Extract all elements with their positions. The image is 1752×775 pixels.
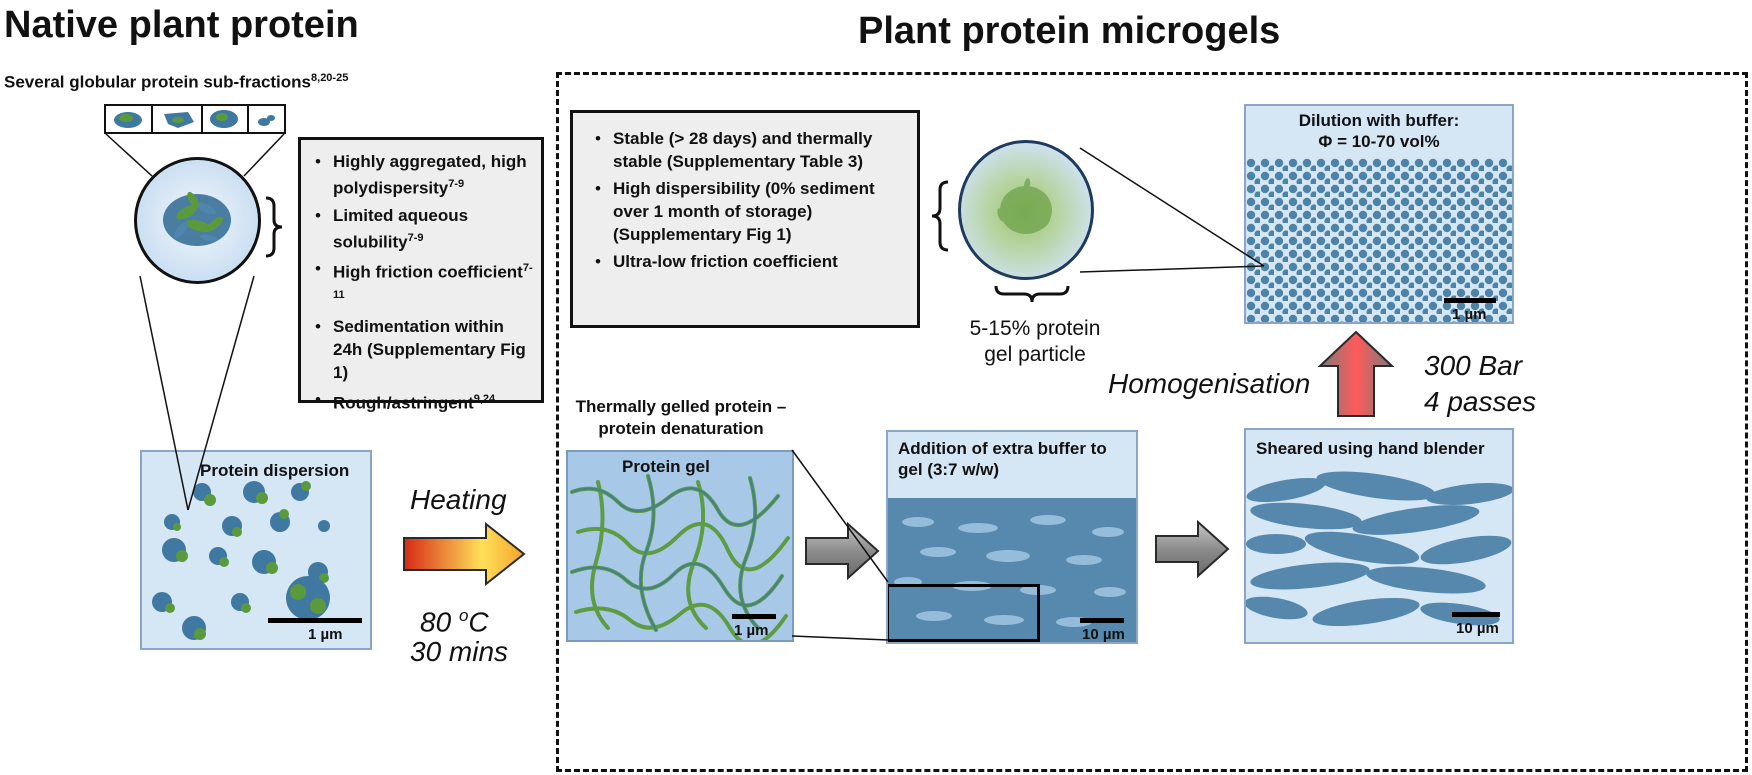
aggregate — [231, 593, 251, 613]
protein-gel-label: Protein gel — [622, 457, 710, 476]
native-properties-list: Highly aggregated, high polydispersity7-… — [307, 150, 533, 414]
native-aggregate-icon — [163, 191, 231, 246]
subfractions-label: Several globular protein sub-fractions8,… — [4, 72, 348, 93]
microgel-prop-3: Ultra-low friction coefficient — [595, 250, 907, 273]
protein-gel-panel: Protein gel 1 µm — [566, 450, 794, 642]
heating-temperature: 80 oC — [420, 606, 489, 638]
subfraction-icons — [114, 106, 275, 132]
dilution-scale-label: 1 µm — [1452, 306, 1487, 323]
microgel-particle-icon — [997, 178, 1052, 234]
native-properties-box: Highly aggregated, high polydispersity7-… — [298, 137, 544, 412]
dilution-scale-bar — [1444, 298, 1496, 303]
aggregate — [243, 481, 268, 504]
subfraction-3-icon — [210, 110, 238, 128]
thermally-gelled-heading: Thermally gelled protein – protein denat… — [575, 397, 787, 438]
microgel-region-border — [556, 72, 1748, 772]
sheared-panel: Sheared using hand blender 10 µm — [1244, 428, 1514, 644]
buffer-addition-label: Addition of extra buffer to gel (3:7 w/w… — [898, 439, 1107, 479]
aggregate — [318, 520, 330, 532]
gel-scale-bar — [732, 614, 776, 619]
aggregate — [270, 509, 290, 532]
aggregate — [182, 616, 206, 640]
subfractions-refs: 8,20-25 — [311, 72, 349, 84]
dilution-label: Dilution with buffer: Φ = 10-70 vol% — [1298, 111, 1460, 151]
gel-network — [570, 474, 790, 640]
native-aggregate-circle — [134, 157, 261, 284]
aggregate — [162, 538, 188, 562]
microgel-prop-2: High dispersibility (0% sediment over 1 … — [595, 177, 907, 246]
sheared-texture — [1246, 471, 1512, 627]
native-prop-1: Highly aggregated, high polydispersity7-… — [315, 150, 533, 200]
native-prop-5: Rough/astringent9,24 — [315, 388, 533, 415]
aggregate — [164, 514, 181, 531]
dilution-particles — [1246, 158, 1512, 322]
native-plant-protein-title: Native plant protein — [4, 4, 359, 46]
buffer-scale-bar — [1080, 618, 1124, 623]
particle-label-line1: 5-15% protein — [969, 317, 1101, 340]
microgel-particle-circle — [958, 140, 1094, 280]
aggregate — [152, 592, 175, 613]
heating-arrow-icon — [403, 522, 526, 586]
plant-protein-microgels-title: Plant protein microgels — [858, 10, 1281, 52]
aggregate — [193, 483, 216, 506]
gray-arrow-2-icon — [1155, 519, 1230, 579]
heating-time: 30 mins — [410, 636, 509, 667]
aggregate — [209, 547, 229, 567]
dispersion-scale-bar — [268, 618, 362, 623]
aggregate — [252, 550, 278, 574]
aggregate — [291, 481, 311, 501]
native-prop-3: High friction coefficient7-11 — [315, 257, 533, 310]
native-prop-4: Sedimentation within 24h (Supplementary … — [315, 315, 533, 384]
particle-size-brace-icon — [994, 285, 1070, 303]
gel-scale-label: 1 µm — [734, 622, 769, 639]
sheared-scale-bar — [1452, 612, 1500, 617]
subfraction-4-icon — [258, 115, 275, 126]
homogenisation-pressure: 300 Bar — [1424, 350, 1523, 381]
microgel-properties-list: Stable (> 28 days) and thermally stable … — [587, 127, 907, 273]
dilution-panel: Dilution with buffer: Φ = 10-70 vol% 1 µ… — [1244, 104, 1514, 324]
microgel-properties-box: Stable (> 28 days) and thermally stable … — [570, 110, 920, 328]
sheared-label: Sheared using hand blender — [1256, 439, 1485, 458]
subfractions-text: Several globular protein sub-fractions — [4, 72, 312, 92]
heating-label: Heating — [410, 484, 507, 515]
particle-label: 5-15% protein gel particle — [960, 316, 1110, 368]
sheared-scale-label: 10 µm — [1456, 620, 1499, 637]
subfraction-2-icon — [164, 112, 194, 128]
homogenisation-label: Homogenisation — [1108, 368, 1311, 399]
microgel-prop-1: Stable (> 28 days) and thermally stable … — [595, 127, 907, 173]
subfraction-boxes — [104, 104, 286, 134]
microgel-brace-icon — [931, 180, 949, 252]
protein-dispersion-panel: Protein dispersion 1 µm — [140, 450, 372, 650]
particle-label-line2: gel particle — [984, 343, 1086, 366]
native-brace-icon — [265, 196, 283, 258]
buffer-scale-label: 10 µm — [1082, 626, 1125, 643]
buffer-addition-panel: Addition of extra buffer to gel (3:7 w/w… — [886, 430, 1138, 644]
zoom-region-box — [888, 584, 1040, 642]
homogenisation-passes: 4 passes — [1424, 386, 1537, 417]
aggregate — [286, 576, 330, 620]
native-prop-2: Limited aqueous solubility7-9 — [315, 204, 533, 254]
dispersion-scale-label: 1 µm — [308, 626, 343, 643]
aggregate — [222, 516, 242, 537]
protein-dispersion-label: Protein dispersion — [200, 461, 350, 480]
subfraction-1-icon — [114, 112, 142, 128]
gray-arrow-1-icon — [805, 521, 880, 581]
homogenisation-arrow-icon — [1318, 330, 1394, 417]
